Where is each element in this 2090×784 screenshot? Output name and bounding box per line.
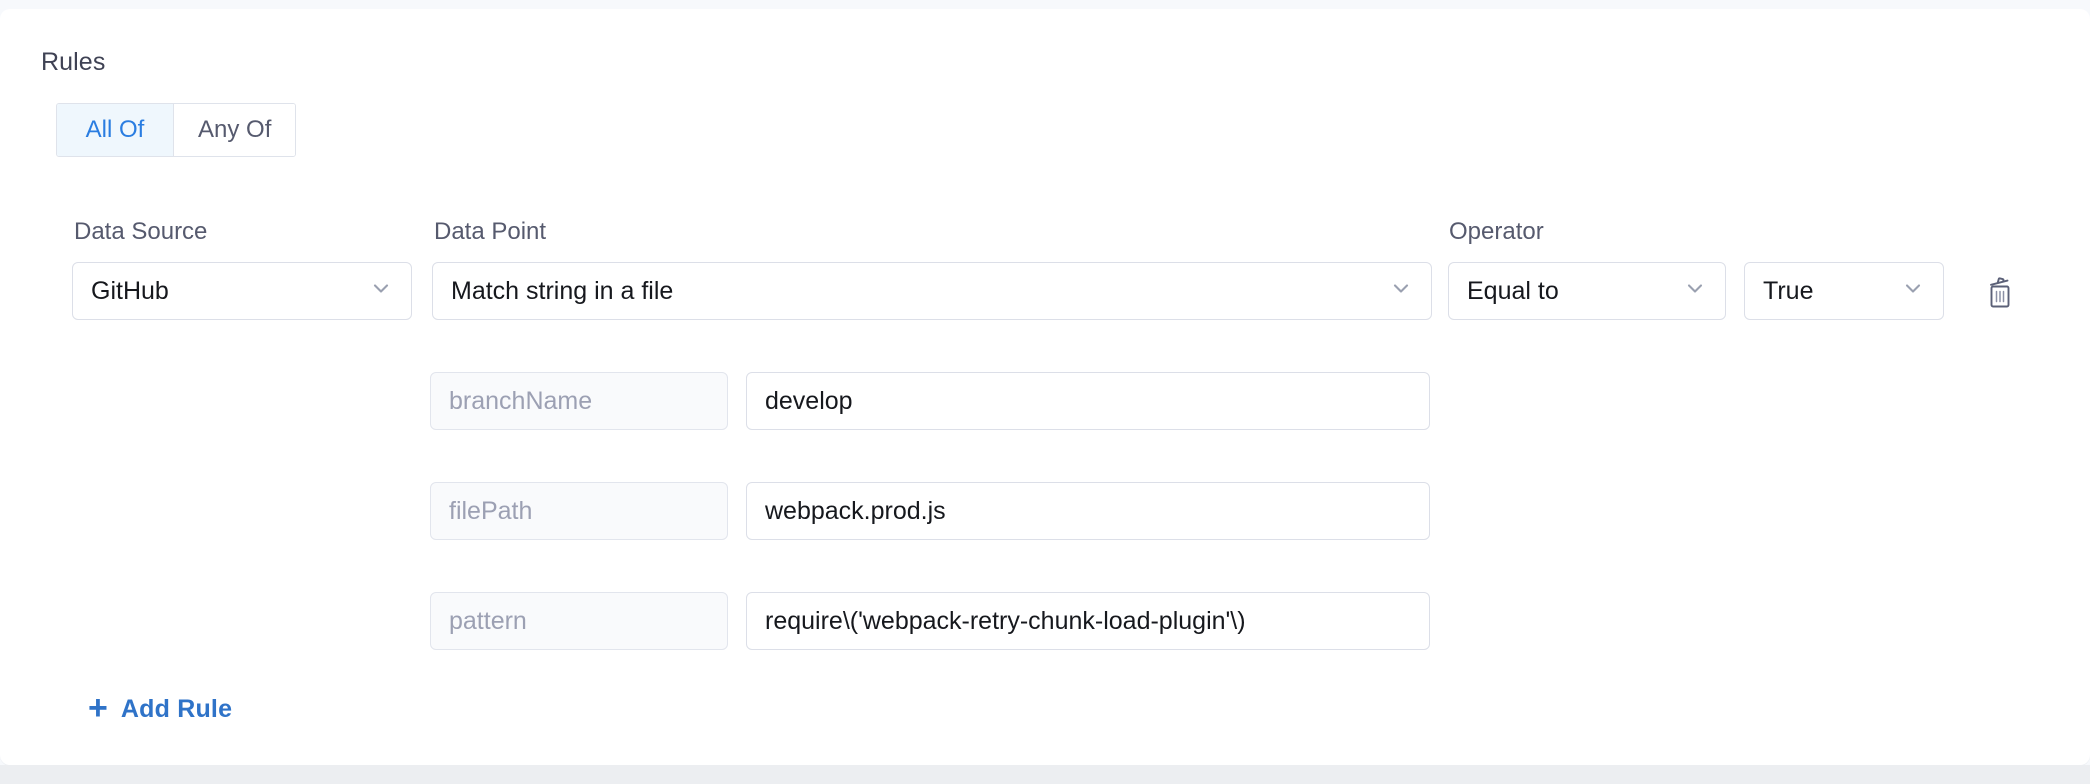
label-data-source: Data Source bbox=[74, 218, 208, 245]
page-title: Rules bbox=[41, 48, 106, 76]
parameter-key-field-2[interactable]: pattern bbox=[430, 592, 728, 650]
label-data-point: Data Point bbox=[434, 218, 547, 245]
operator-select[interactable]: Equal to bbox=[1448, 262, 1726, 320]
parameter-key-field-1[interactable]: filePath bbox=[430, 482, 728, 540]
operand-select[interactable]: True bbox=[1744, 262, 1944, 320]
delete-rule-button[interactable] bbox=[1978, 272, 2022, 314]
card-bottom-shade bbox=[0, 765, 2090, 784]
chevron-down-icon bbox=[1683, 276, 1707, 307]
label-operator: Operator bbox=[1449, 218, 1544, 245]
plus-icon: + bbox=[88, 689, 108, 727]
parameter-value-field-2[interactable]: require\('webpack-retry-chunk-load-plugi… bbox=[746, 592, 1430, 650]
add-rule-button[interactable]: + Add Rule bbox=[88, 689, 233, 727]
parameter-key-field-0[interactable]: branchName bbox=[430, 372, 728, 430]
match-mode-all-of[interactable]: All Of bbox=[57, 104, 173, 156]
data-point-select[interactable]: Match string in a file bbox=[432, 262, 1432, 320]
operator-value: Equal to bbox=[1467, 276, 1559, 305]
trash-icon bbox=[1983, 274, 2017, 313]
parameter-value-field-1[interactable]: webpack.prod.js bbox=[746, 482, 1430, 540]
chevron-down-icon bbox=[369, 276, 393, 307]
chevron-down-icon bbox=[1901, 276, 1925, 307]
data-source-value: GitHub bbox=[91, 276, 169, 305]
match-mode-any-of[interactable]: Any Of bbox=[173, 104, 296, 156]
parameter-value-field-0[interactable]: develop bbox=[746, 372, 1430, 430]
match-mode-toggle-group[interactable]: All Of Any Of bbox=[56, 103, 297, 157]
operand-value: True bbox=[1763, 276, 1814, 305]
data-point-value: Match string in a file bbox=[451, 276, 674, 305]
chevron-down-icon bbox=[1389, 276, 1413, 307]
add-rule-label: Add Rule bbox=[120, 694, 233, 723]
data-source-select[interactable]: GitHub bbox=[72, 262, 412, 320]
